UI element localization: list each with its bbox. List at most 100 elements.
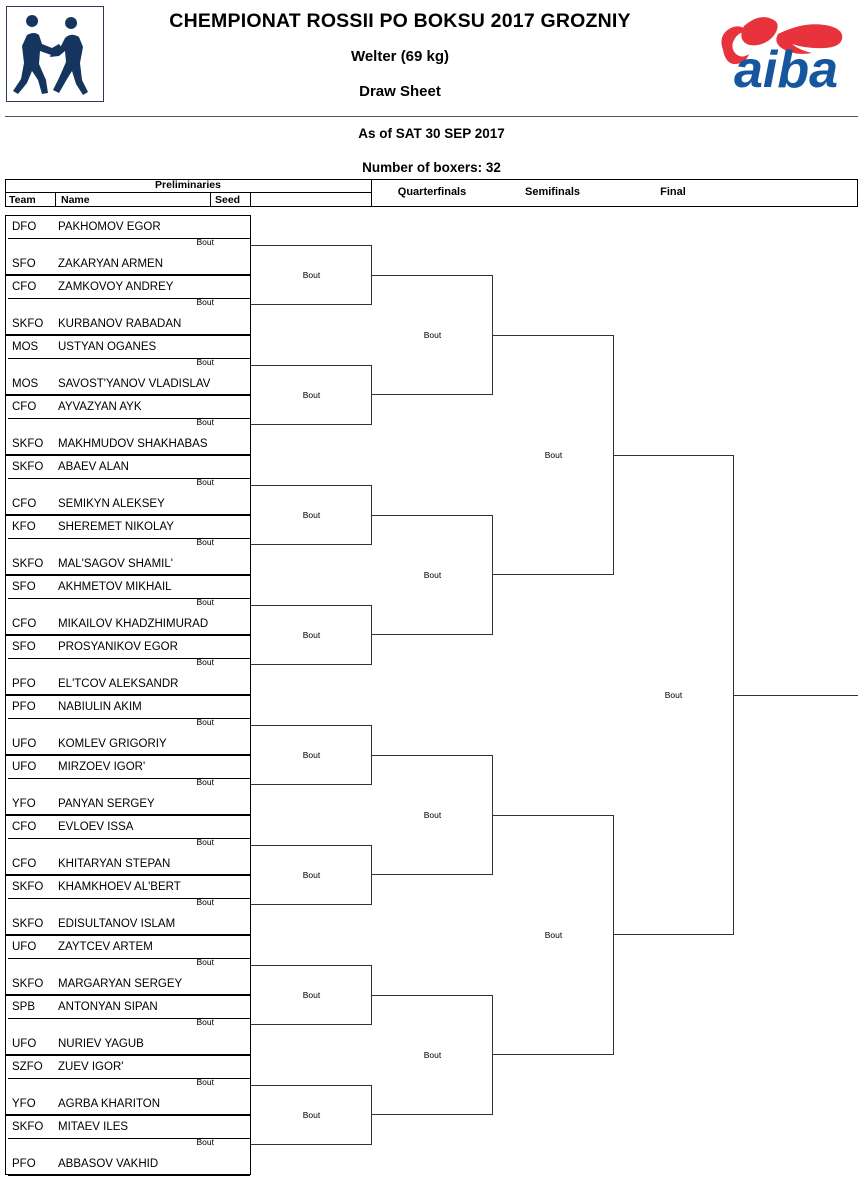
column-header-name: Name — [56, 193, 211, 207]
bout-label: Bout — [196, 657, 215, 667]
boxer-underline — [8, 1138, 250, 1139]
quarterfinal-bout-label: Bout — [423, 810, 442, 820]
bout-label: Bout — [196, 1137, 215, 1147]
boxer-underline — [8, 298, 250, 299]
semifinal-bout-box[interactable] — [493, 815, 614, 1055]
boxer-name: PAKHOMOV EGOR — [58, 221, 161, 233]
boxer-team: SFO — [12, 581, 36, 593]
boxer-underline — [8, 238, 250, 239]
boxer-underline — [8, 538, 250, 539]
bout-label: Bout — [196, 477, 215, 487]
boxer-team: KFO — [12, 521, 36, 533]
bout-label: Bout — [196, 1017, 215, 1027]
round-of-16-bout-box[interactable] — [251, 365, 372, 425]
round-of-16-bout-label: Bout — [302, 630, 321, 640]
round-of-16-bout-label: Bout — [302, 990, 321, 1000]
boxer-team: SKFO — [12, 918, 44, 930]
boxer-name: SAVOST'YANOV VLADISLAV — [58, 378, 211, 390]
round-of-16-bout-label: Bout — [302, 870, 321, 880]
boxer-name: MAL'SAGOV SHAMIL' — [58, 558, 173, 570]
boxer-count: Number of boxers: 32 — [362, 160, 501, 175]
boxer-team: PFO — [12, 678, 36, 690]
boxer-name: KHITARYAN STEPAN — [58, 858, 171, 870]
bout-label: Bout — [196, 957, 215, 967]
boxer-team: SFO — [12, 641, 36, 653]
boxer-team: SKFO — [12, 438, 44, 450]
bout-label: Bout — [196, 897, 215, 907]
bout-label: Bout — [196, 597, 215, 607]
final-bout-box[interactable] — [613, 455, 734, 935]
round-of-16-bout-box[interactable] — [251, 725, 372, 785]
bout-label: Bout — [196, 297, 215, 307]
title-block: CHEMPIONAT ROSSII PO BOKSU 2017 GROZNIY … — [110, 8, 690, 102]
column-header-semifinals: Semifinals — [524, 186, 581, 198]
round-of-16-bout-box[interactable] — [251, 845, 372, 905]
quarterfinal-bout-box[interactable] — [372, 995, 493, 1115]
round-of-16-bout-box[interactable] — [251, 1085, 372, 1145]
round-of-16-bout-box[interactable] — [251, 485, 372, 545]
boxer-team: SKFO — [12, 558, 44, 570]
round-of-16-bout-box[interactable] — [251, 605, 372, 665]
boxer-team: MOS — [12, 341, 39, 353]
boxer-team: CFO — [12, 821, 37, 833]
quarterfinal-bout-box[interactable] — [372, 515, 493, 635]
boxer-team: SKFO — [12, 461, 44, 473]
page-title: CHEMPIONAT ROSSII PO BOKSU 2017 GROZNIY — [169, 10, 631, 32]
boxer-name: AGRBA KHARITON — [58, 1098, 161, 1110]
boxer-name: ZAMKOVOY ANDREY — [58, 281, 174, 293]
column-header-frame — [5, 179, 858, 207]
boxer-team: UFO — [12, 1038, 37, 1050]
quarterfinal-bout-box[interactable] — [372, 275, 493, 395]
boxer-team: UFO — [12, 761, 37, 773]
semifinal-bout-label: Bout — [544, 930, 563, 940]
boxer-team: CFO — [12, 401, 37, 413]
boxer-underline — [8, 1175, 250, 1176]
quarterfinal-bout-box[interactable] — [372, 755, 493, 875]
boxer-team: CFO — [12, 498, 37, 510]
round-of-16-bout-box[interactable] — [251, 965, 372, 1025]
boxer-team: PFO — [12, 1158, 36, 1170]
column-header-quarterfinals: Quarterfinals — [397, 186, 467, 198]
boxer-team: SFO — [12, 258, 36, 270]
bout-label: Bout — [196, 717, 215, 727]
boxer-team: MOS — [12, 378, 39, 390]
boxer-underline — [8, 418, 250, 419]
boxer-row: MOS SAVOST'YANOV VLADISLAV — [6, 373, 252, 395]
quarterfinal-bout-label: Bout — [423, 1050, 442, 1060]
boxer-row: SKFO MAL'SAGOV SHAMIL' — [6, 553, 252, 575]
round-of-16-bout-box[interactable] — [251, 245, 372, 305]
boxer-team: SKFO — [12, 881, 44, 893]
boxer-name: ANTONYAN SIPAN — [58, 1001, 158, 1013]
